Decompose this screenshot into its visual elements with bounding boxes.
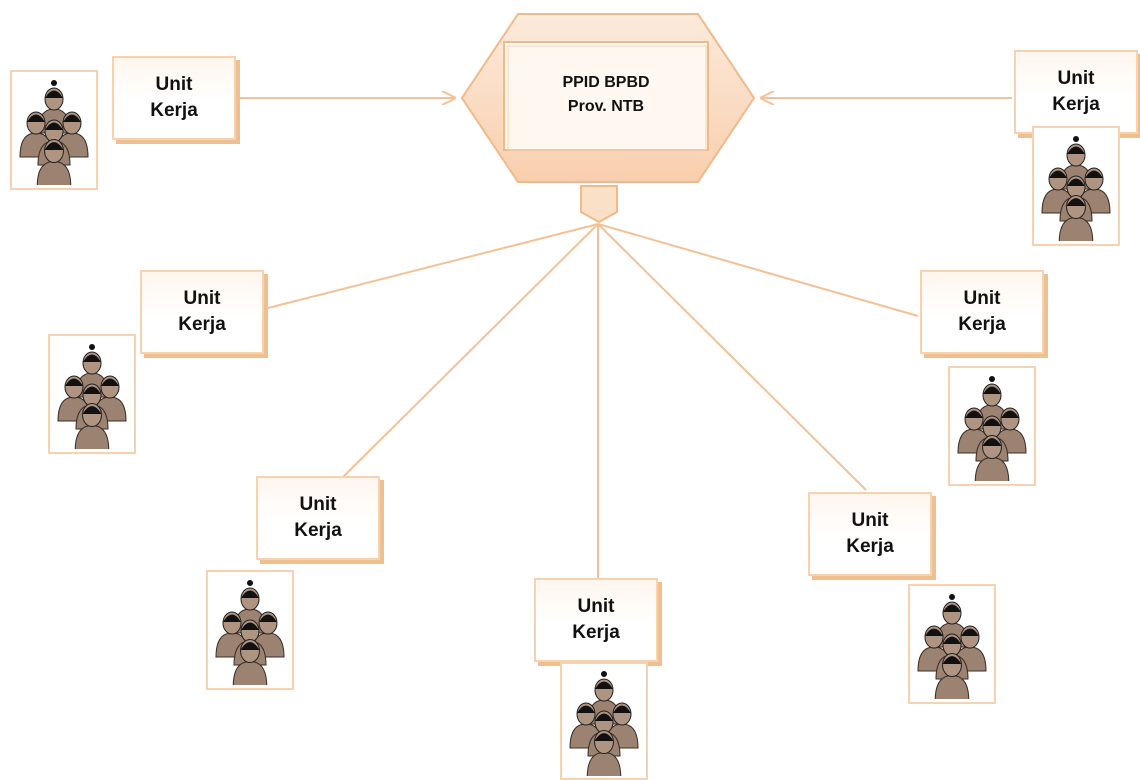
unit-box-top-left: Unit Kerja	[112, 56, 236, 140]
unit-label-line2: Kerja	[294, 520, 342, 541]
unit-label-line1: Unit	[851, 510, 889, 531]
people-group-icon	[10, 70, 98, 190]
pentagon-connector-icon	[580, 185, 618, 224]
people-group-icon	[1032, 126, 1120, 246]
unit-label-line2: Kerja	[846, 536, 894, 557]
people-group-icon	[206, 570, 294, 690]
people-group-icon	[908, 584, 996, 704]
hub-label-line1: PPID BPBD	[562, 74, 650, 91]
unit-label-line2: Kerja	[1052, 94, 1100, 115]
people-group-icon	[560, 662, 648, 780]
hub-node: PPID BPBD Prov. NTB	[458, 12, 758, 184]
unit-label-line1: Unit	[1057, 68, 1095, 89]
hub-label: PPID BPBD Prov. NTB	[506, 42, 706, 148]
unit-box-bottom-center: Unit Kerja	[534, 578, 658, 662]
line-hub-to-lower-left	[341, 223, 599, 479]
people-group-icon	[948, 366, 1036, 486]
unit-label-line1: Unit	[299, 494, 337, 515]
hexagon-shape	[460, 13, 756, 183]
unit-label-line1: Unit	[963, 288, 1001, 309]
unit-box-mid-right: Unit Kerja	[920, 270, 1044, 354]
unit-label-line2: Kerja	[150, 100, 198, 121]
unit-label-line2: Kerja	[572, 622, 620, 643]
unit-box-top-right: Unit Kerja	[1014, 50, 1138, 134]
unit-label-line1: Unit	[155, 74, 193, 95]
unit-box-lower-left: Unit Kerja	[256, 476, 380, 560]
people-group-icon	[48, 334, 136, 454]
unit-box-lower-right: Unit Kerja	[808, 492, 932, 576]
hub-label-line2: Prov. NTB	[567, 98, 645, 115]
line-hub-to-mid-left	[267, 223, 599, 309]
unit-label-line1: Unit	[183, 288, 221, 309]
unit-label-line1: Unit	[577, 596, 615, 617]
line-hub-to-lower-right	[597, 223, 867, 491]
line-hub-to-mid-right	[597, 223, 919, 317]
unit-label-line2: Kerja	[958, 314, 1006, 335]
unit-box-mid-left: Unit Kerja	[140, 270, 264, 354]
unit-label-line2: Kerja	[178, 314, 226, 335]
